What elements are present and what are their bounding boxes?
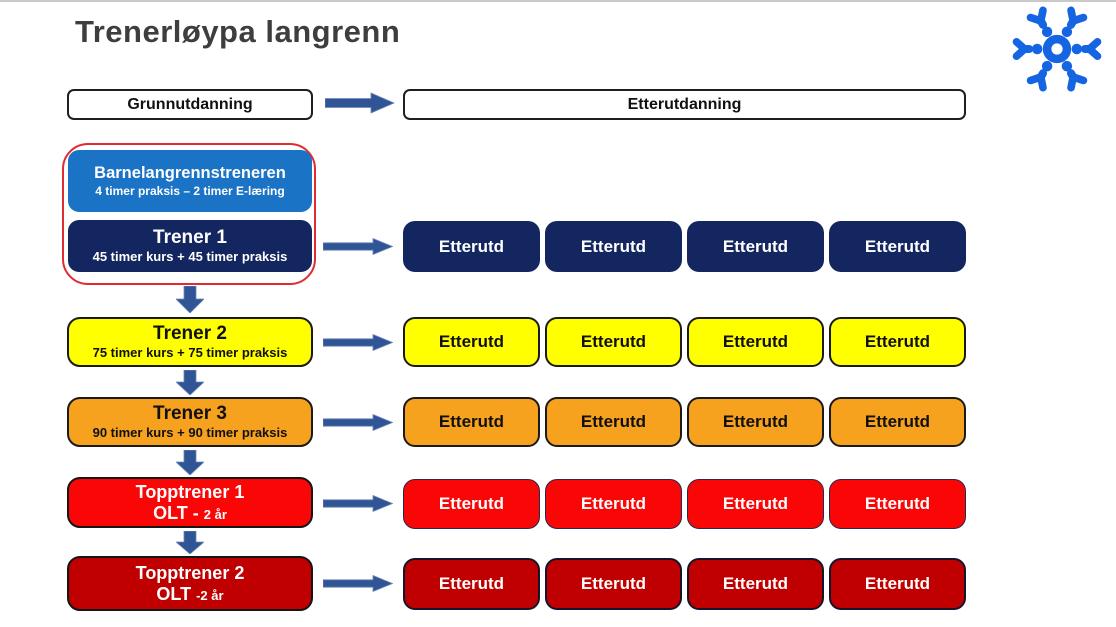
etterutdanning-box: Etterutdanning [403,89,966,120]
flow-arrow-right-trener1 [323,238,393,255]
etterutd-box: Etterutd [829,317,966,367]
etterutd-box: Etterutd [687,479,824,529]
level-title: Topptrener 1 [135,481,245,502]
etterutd-box: Etterutd [545,221,682,272]
flow-arrow-right-topptrener2 [323,575,393,592]
etterutd-box: Etterutd [687,558,824,610]
flow-arrow-right-topptrener1 [323,495,393,512]
flow-arrow-right-trener3 [323,414,393,431]
flow-arrow-down-4 [176,531,204,554]
level-box-trener-1: Trener 1 45 timer kurs + 45 timer praksi… [68,220,312,272]
level-title: Barnelangrennstreneren [94,163,286,182]
etterutd-box: Etterutd [403,221,540,272]
etterutd-box: Etterutd [403,317,540,367]
etterutd-box: Etterutd [545,558,682,610]
etterutd-box: Etterutd [403,479,540,529]
level-box-topptrener-2: Topptrener 2 OLT -2 år [67,556,313,611]
level-title: Trener 1 [153,227,227,249]
top-border-line [0,0,1116,2]
level-box-topptrener-1: Topptrener 1 OLT - 2 år [67,477,313,528]
etterutd-box: Etterutd [403,397,540,447]
level-subtitle: OLT -2 år [156,583,224,604]
etterutd-box: Etterutd [687,317,824,367]
level-title: Topptrener 2 [135,562,245,583]
snowflake-icon [1012,6,1102,92]
flow-arrow-down-3 [176,450,204,475]
etterutd-row-topptrener1: Etterutd Etterutd Etterutd Etterutd [403,479,966,529]
flow-arrow-right-header [325,92,395,114]
etterutd-box: Etterutd [829,397,966,447]
etterutd-box: Etterutd [545,479,682,529]
etterutdanning-label: Etterutdanning [627,95,742,113]
level-subtitle: 75 timer kurs + 75 timer praksis [92,344,288,360]
etterutd-box: Etterutd [545,397,682,447]
etterutd-box: Etterutd [403,558,540,610]
etterutd-box: Etterutd [829,558,966,610]
level-subtitle: 90 timer kurs + 90 timer praksis [92,424,288,440]
level-subtitle: OLT - 2 år [153,502,227,523]
level-title: Trener 3 [153,403,227,425]
level-box-barnelangrennstreneren: Barnelangrennstreneren 4 timer praksis –… [68,150,312,212]
grunnutdanning-label: Grunnutdanning [127,95,253,113]
flow-arrow-down-2 [176,370,204,395]
etterutd-box: Etterutd [545,317,682,367]
etterutd-box: Etterutd [687,397,824,447]
etterutd-row-trener1: Etterutd Etterutd Etterutd Etterutd [403,221,966,272]
flow-arrow-right-trener2 [323,334,393,351]
level-title: Trener 2 [153,323,227,345]
page-title: Trenerløypa langrenn [75,14,401,49]
level-box-trener-2: Trener 2 75 timer kurs + 75 timer praksi… [67,317,313,367]
flow-arrow-down-1 [176,286,204,313]
etterutd-row-trener3: Etterutd Etterutd Etterutd Etterutd [403,397,966,447]
etterutd-row-trener2: Etterutd Etterutd Etterutd Etterutd [403,317,966,367]
etterutd-row-topptrener2: Etterutd Etterutd Etterutd Etterutd [403,558,966,610]
level-subtitle: 45 timer kurs + 45 timer praksis [92,248,288,264]
etterutd-box: Etterutd [687,221,824,272]
level-box-trener-3: Trener 3 90 timer kurs + 90 timer praksi… [67,397,313,447]
level-subtitle: 4 timer praksis – 2 timer E-læring [95,183,285,198]
etterutd-box: Etterutd [829,479,966,529]
grunnutdanning-box: Grunnutdanning [67,89,313,120]
etterutd-box: Etterutd [829,221,966,272]
trener1-group-outline [62,143,316,285]
